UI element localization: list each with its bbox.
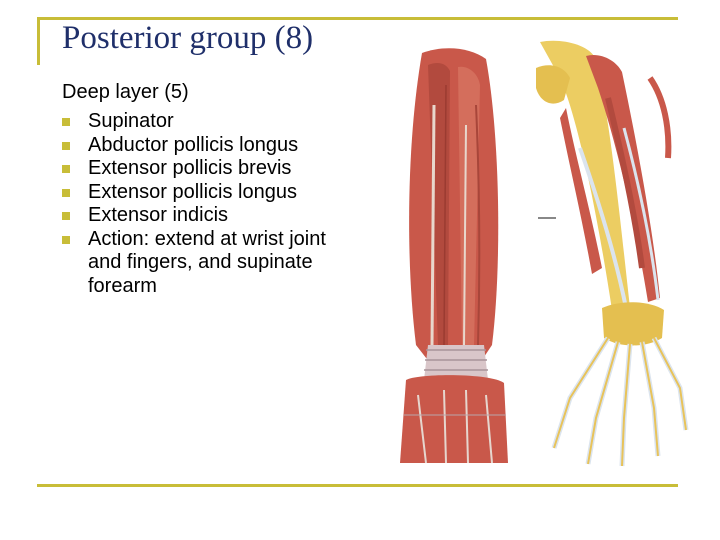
frame-top-rule: [37, 17, 678, 20]
list-item: Extensor pollicis longus: [62, 181, 362, 205]
slide-title: Posterior group (8): [62, 20, 314, 56]
bullet-icon: [62, 165, 70, 173]
list-item-text: Action: extend at wrist joint and finger…: [88, 227, 326, 297]
frame-left-rule: [37, 17, 40, 65]
section-heading: Deep layer (5): [62, 81, 189, 103]
bullet-icon: [62, 141, 70, 150]
list-item: Extensor pollicis brevis: [62, 157, 362, 181]
bullet-icon: [62, 118, 70, 126]
list-item: Supinator: [62, 110, 362, 134]
list-item-text: Extensor pollicis brevis: [88, 157, 292, 179]
forearm-muscle-illustration: [400, 48, 508, 464]
list-item: Extensor indicis: [62, 204, 362, 228]
bullet-icon: [62, 235, 70, 244]
list-item: Abductor pollicis longus: [62, 134, 362, 158]
list-item-text: Extensor indicis: [88, 204, 229, 226]
list-item-text: Abductor pollicis longus: [88, 133, 299, 156]
list-item-text: Extensor pollicis longus: [88, 180, 297, 203]
deep-layer-illustration: [536, 40, 689, 467]
list-item: Action: extend at wrist joint and finger…: [62, 228, 362, 299]
muscle-list: Supinator Abductor pollicis longus Exten…: [62, 110, 362, 298]
bullet-icon: [62, 212, 70, 220]
bullet-icon: [62, 188, 70, 197]
frame-bottom-rule: [37, 484, 678, 487]
list-item-text: Supinator: [88, 110, 174, 132]
